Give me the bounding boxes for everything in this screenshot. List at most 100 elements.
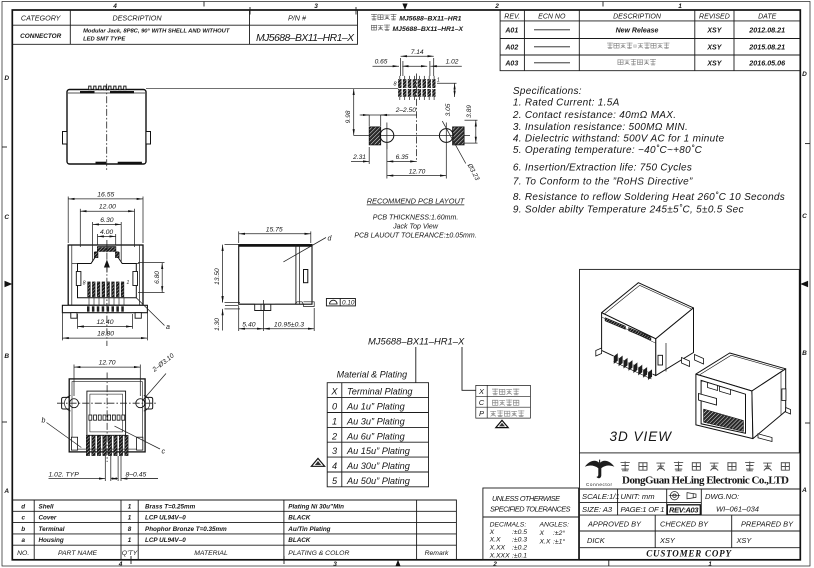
svg-text::±0.5: :±0.5 <box>512 529 527 536</box>
svg-text:5.40: 5.40 <box>242 321 255 328</box>
svg-text:X.XX: X.XX <box>489 544 506 551</box>
svg-text:Au/Tin Plating: Au/Tin Plating <box>287 526 330 533</box>
svg-text:P/N #: P/N # <box>288 13 307 22</box>
svg-text:DATE: DATE <box>758 13 776 20</box>
svg-text:DECIMALS:: DECIMALS: <box>490 521 527 528</box>
svg-text:Au 6u” Plating: Au 6u” Plating <box>346 431 406 441</box>
svg-text:CUSTOMER COPY: CUSTOMER COPY <box>646 549 732 559</box>
svg-text:WI–061–034: WI–061–034 <box>716 505 759 514</box>
svg-text:0.65: 0.65 <box>375 59 388 66</box>
svg-text:MATERIAL: MATERIAL <box>194 550 228 557</box>
svg-text:5. Operating temperature: −: 5. Operating temperature: −40˚C~+80˚C <box>513 144 703 156</box>
svg-text:C: C <box>479 398 485 407</box>
svg-text:MJ5688–BX11–HR1–X: MJ5688–BX11–HR1–X <box>256 33 355 44</box>
svg-text:1: 1 <box>128 515 132 522</box>
svg-text:XSY: XSY <box>706 45 722 52</box>
svg-text:8: 8 <box>393 82 397 88</box>
svg-text:Jack Top View: Jack Top View <box>392 223 439 230</box>
svg-text:DESCRIPTION: DESCRIPTION <box>112 13 162 22</box>
svg-text:6.35: 6.35 <box>396 154 409 161</box>
svg-text:Au 3u” Plating: Au 3u” Plating <box>346 416 406 426</box>
svg-text:UNIT: mm: UNIT: mm <box>621 492 655 501</box>
svg-text::±0.2: :±0.2 <box>512 544 527 551</box>
svg-text:8. Resistance to reflow So: 8. Resistance to reflow Soldering Heat 2… <box>513 191 785 203</box>
svg-text:1: 1 <box>128 537 132 544</box>
svg-text:1.02: 1.02 <box>446 59 459 66</box>
svg-text:DongGuan HeLing Electronic: DongGuan HeLing Electronic Co.,LTD <box>622 475 789 487</box>
svg-text:4: 4 <box>112 3 117 10</box>
svg-text:4: 4 <box>332 461 337 471</box>
svg-text:Remark: Remark <box>425 550 449 557</box>
svg-text:D: D <box>802 71 807 78</box>
svg-text:XSY: XSY <box>659 536 676 545</box>
svg-text:DICK: DICK <box>587 536 606 545</box>
svg-text:C: C <box>4 214 9 221</box>
svg-text:A02: A02 <box>504 45 518 52</box>
svg-text:MJ5688–BX11–HR1–X: MJ5688–BX11–HR1–X <box>393 26 464 33</box>
svg-text:9.98: 9.98 <box>345 110 352 123</box>
svg-text:8: 8 <box>128 526 132 533</box>
svg-text:P: P <box>479 409 484 418</box>
svg-text:LCP UL94V–0: LCP UL94V–0 <box>145 537 186 544</box>
svg-text:2.31: 2.31 <box>352 154 366 161</box>
svg-text:3.05: 3.05 <box>445 103 452 116</box>
svg-text:b: b <box>21 526 25 533</box>
svg-text:X: X <box>539 530 545 537</box>
svg-text:1: 1 <box>128 503 132 510</box>
svg-text:15.75: 15.75 <box>266 226 283 233</box>
svg-text:REVISED: REVISED <box>699 13 730 20</box>
svg-text:a: a <box>166 324 170 331</box>
svg-text:PART NAME: PART NAME <box>58 550 97 557</box>
svg-text:CONNECTOR: CONNECTOR <box>20 33 61 40</box>
svg-text:3.89: 3.89 <box>466 105 473 118</box>
svg-text:Au 1u” Plating: Au 1u” Plating <box>346 402 406 412</box>
svg-text:3D VIEW: 3D VIEW <box>610 429 673 444</box>
svg-text:Au 30u” Plating: Au 30u” Plating <box>346 461 411 471</box>
svg-text:0.10: 0.10 <box>342 300 355 307</box>
svg-text:Au 15u” Plating: Au 15u” Plating <box>346 446 411 456</box>
svg-text:Q’TY: Q’TY <box>122 550 138 557</box>
svg-text:NO.: NO. <box>17 550 29 557</box>
svg-text:b: b <box>42 418 46 425</box>
svg-text:Specifications:: Specifications: <box>513 86 582 97</box>
svg-text:2: 2 <box>494 3 499 10</box>
svg-text:3: 3 <box>332 446 338 456</box>
svg-text:RECOMMEND PCB LAYOUT: RECOMMEND PCB LAYOUT <box>367 197 465 206</box>
svg-text:6.30: 6.30 <box>100 217 113 224</box>
svg-text:6. Insertion/Extraction life: 6. Insertion/Extraction life: 750 Cycles <box>513 162 692 173</box>
svg-text::±0.1: :±0.1 <box>512 552 527 559</box>
svg-text::±1°: :±1° <box>553 537 565 545</box>
svg-text:10.95±0.3: 10.95±0.3 <box>274 321 304 328</box>
svg-text:16.55: 16.55 <box>97 191 114 198</box>
svg-text:d: d <box>328 236 333 243</box>
svg-text:PCB THICKNESS:1.60mm.: PCB THICKNESS:1.60mm. <box>373 214 459 221</box>
svg-text:PAGE:1 OF 1: PAGE:1 OF 1 <box>621 505 665 514</box>
svg-text:APPROVED BY: APPROVED BY <box>587 520 642 529</box>
svg-text:Terminal: Terminal <box>39 526 65 533</box>
svg-text:Shell: Shell <box>39 503 54 510</box>
svg-text:UNLESS OTHERWISE: UNLESS OTHERWISE <box>492 494 560 503</box>
svg-text:LED SMT TYPE: LED SMT TYPE <box>83 36 126 42</box>
svg-text:SPECIFIED TOLERANCES: SPECIFIED TOLERANCES <box>490 505 571 514</box>
svg-text:Material & Plating: Material & Plating <box>337 370 408 380</box>
svg-text:REV.: REV. <box>504 13 520 20</box>
svg-text:BLACK: BLACK <box>288 515 310 522</box>
svg-text:3. Insulation resistance: 5: 3. Insulation resistance: 500MΩ MIN. <box>513 122 688 133</box>
svg-text:A: A <box>801 487 807 494</box>
svg-text:ANGLES:: ANGLES: <box>539 521 570 528</box>
svg-text:SCALE:1/1: SCALE:1/1 <box>582 492 620 501</box>
svg-text:XSY: XSY <box>706 60 722 67</box>
svg-text:c: c <box>162 449 166 456</box>
svg-text:Connector: Connector <box>586 482 613 487</box>
svg-text:SIZE: A3: SIZE: A3 <box>582 505 613 514</box>
svg-text:c: c <box>21 515 25 522</box>
svg-text:B: B <box>4 353 9 360</box>
svg-text:4. Dielectric withstand: 50: 4. Dielectric withstand: 500V AC for 1 m… <box>513 134 725 145</box>
svg-text:CHECKED BY: CHECKED BY <box>660 520 709 529</box>
svg-text:12.00: 12.00 <box>99 204 116 211</box>
svg-text:9. Solder abilty Temperatur: 9. Solder abilty Temperature 245±5˚C, 5±… <box>513 204 744 216</box>
svg-text:CATEGORY: CATEGORY <box>21 13 62 22</box>
svg-text:D: D <box>4 75 9 82</box>
svg-text:LCP UL94V–0: LCP UL94V–0 <box>145 515 186 522</box>
svg-text:0: 0 <box>332 402 338 412</box>
